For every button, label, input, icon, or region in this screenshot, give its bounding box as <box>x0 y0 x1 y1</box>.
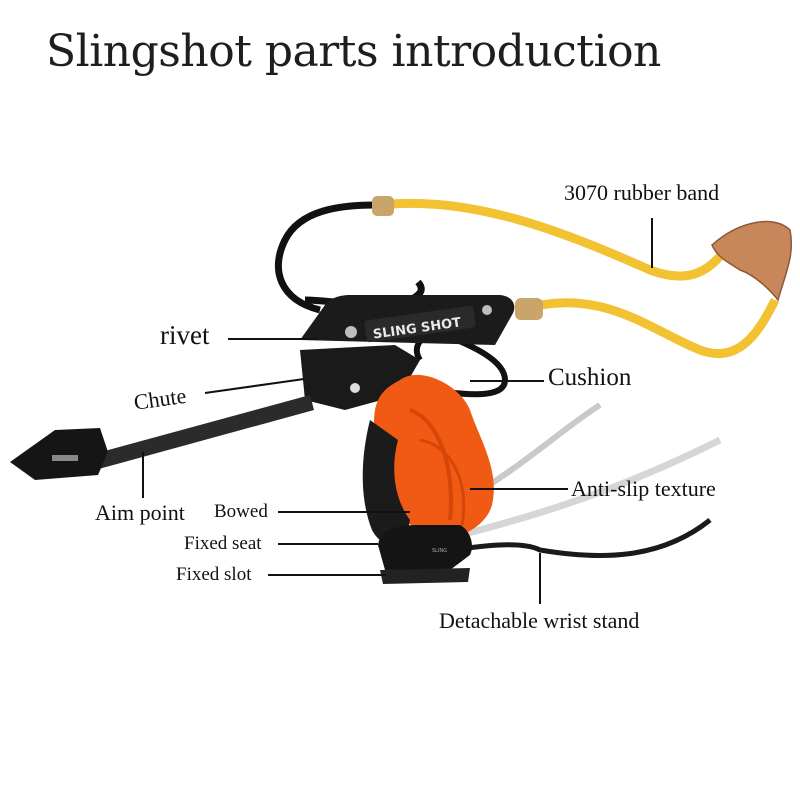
fork-wire-left <box>274 201 376 314</box>
label-fixed-seat: Fixed seat <box>184 533 262 554</box>
grip-texture-line-2 <box>419 438 466 526</box>
aim-head-slot <box>52 455 78 461</box>
base-badge: SLING <box>432 548 447 554</box>
aim-rod <box>90 395 314 470</box>
label-anti-slip-texture: Anti-slip texture <box>571 476 716 501</box>
leather-pouch <box>711 220 793 302</box>
label-cushion: Cushion <box>548 364 632 391</box>
label-fixed-slot: Fixed slot <box>176 564 252 585</box>
chute-hole <box>350 383 360 393</box>
page-title: Slingshot parts introduction <box>46 26 661 77</box>
rivet-screw-left <box>345 326 357 338</box>
fixed-slot-base <box>380 568 470 584</box>
label-rubber-band: 3070 rubber band <box>564 180 720 205</box>
grip-rear <box>362 420 410 547</box>
band-tube-top <box>372 196 394 216</box>
rubber-band-bottom <box>518 297 780 359</box>
leader-chute <box>204 378 305 394</box>
rivet-screw-right <box>482 305 492 315</box>
label-rivet: rivet <box>160 320 210 350</box>
rubber-band-top <box>379 198 729 281</box>
aim-head <box>10 428 108 480</box>
band-tube-bottom <box>515 298 543 320</box>
label-bowed: Bowed <box>214 501 268 522</box>
sling-shot-plate <box>364 305 476 343</box>
fixed-seat-base <box>378 525 472 575</box>
label-aim-point: Aim point <box>95 500 185 525</box>
label-detachable-wrist-stand: Detachable wrist stand <box>439 608 640 633</box>
wrist-stand-wire-front <box>459 436 722 539</box>
